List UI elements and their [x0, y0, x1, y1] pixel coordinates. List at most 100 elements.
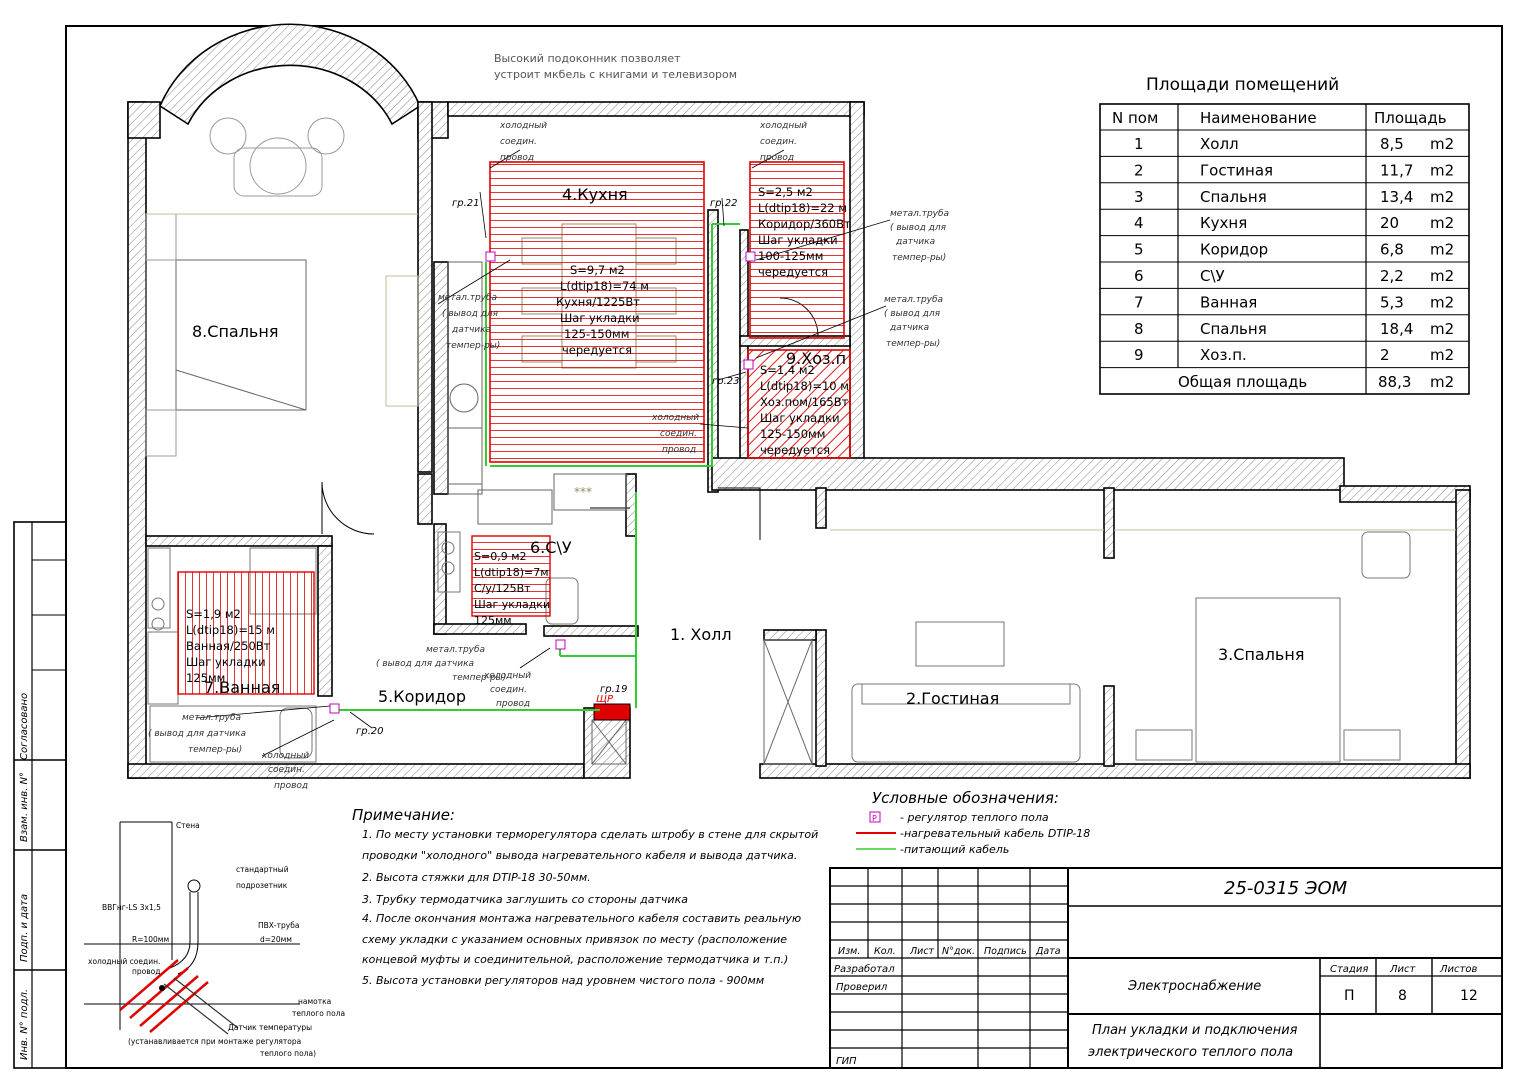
sheet-label: Лист	[1389, 964, 1417, 975]
svg-text:соедин.: соедин.	[500, 137, 537, 147]
heat-zone-corridor-label: S=2,5 м2 L(dtip18)=22 м Коридор/360Вт Ша…	[758, 185, 851, 279]
svg-text:метал.труба: метал.труба	[884, 295, 943, 305]
svg-text:Шаг укладки: Шаг укладки	[186, 655, 266, 669]
svg-text:125мм: 125мм	[474, 614, 512, 627]
svg-text:L(dtip18)=7м: L(dtip18)=7м	[474, 566, 549, 579]
area-row-name: Спальня	[1200, 320, 1267, 338]
group-22-label: гр.22	[710, 198, 738, 209]
svg-text:Шаг укладки: Шаг укладки	[560, 311, 640, 325]
room-living: 2.Гостиная	[906, 689, 999, 708]
heat-zone-storage-label: S=1,4 м2 L(dtip18)=10 м Хоз.пом/165Вт Ша…	[760, 363, 849, 457]
cold-lead-callout-storage: холодный соедин. провод	[651, 413, 699, 455]
svg-text:( вывод для: ( вывод для	[884, 309, 941, 319]
window-sill-note-1: Высокий подоконник позволяет	[494, 52, 681, 65]
svg-text:( вывод для: ( вывод для	[442, 309, 499, 319]
svg-text:холодный: холодный	[499, 121, 547, 131]
area-row-value: 6,8	[1380, 241, 1404, 259]
svg-text:датчика: датчика	[895, 237, 935, 247]
stamp-sign-date: Подп. и дата	[19, 894, 30, 962]
col-kol: Кол.	[874, 946, 896, 957]
bay-window	[158, 23, 422, 126]
svg-text:125мм: 125мм	[186, 671, 225, 685]
svg-text:темпер-ры): темпер-ры)	[892, 253, 946, 263]
feed-cable	[334, 223, 740, 711]
walls	[127, 23, 1471, 779]
svg-text:темпер-ры): темпер-ры)	[188, 745, 242, 755]
svg-text:Кухня/1225Вт: Кухня/1225Вт	[556, 295, 640, 309]
area-row-num: 4	[1134, 214, 1144, 232]
note-line-1: 1. По месту установки терморегулятора сд…	[362, 828, 818, 841]
legend-feed-text: -питающий кабель	[900, 843, 1009, 856]
area-row-num: 3	[1134, 188, 1144, 206]
svg-text:провод: провод	[132, 967, 160, 976]
area-total-label: Общая площадь	[1178, 373, 1307, 391]
svg-text:теплого пола): теплого пола)	[260, 1049, 316, 1058]
room-kitchen: 4.Кухня	[562, 185, 628, 204]
metal-pipe-callout-corridor: метал.труба ( вывод для датчика темпер-р…	[890, 209, 949, 263]
area-row-num: 8	[1134, 320, 1144, 338]
area-row-name: С\У	[1200, 267, 1225, 285]
svg-text:чередуется: чередуется	[760, 443, 830, 457]
area-row-value: 11,7	[1380, 161, 1413, 179]
area-row-unit: m2	[1430, 320, 1454, 338]
svg-text:соедин.: соедин.	[660, 429, 697, 439]
area-row-name: Холл	[1200, 135, 1239, 153]
svg-text:L(dtip18)=10 м: L(dtip18)=10 м	[760, 379, 849, 393]
area-row-value: 2,2	[1380, 267, 1404, 285]
svg-text:метал.труба: метал.труба	[426, 645, 485, 655]
col-izm: Изм.	[838, 946, 860, 957]
area-row-name: Коридор	[1200, 241, 1268, 259]
area-total-unit: m2	[1430, 373, 1454, 391]
title-block: Изм. Кол. Лист N°док. Подпись Дата Разра…	[829, 867, 1503, 1069]
svg-text:холодный: холодный	[261, 751, 309, 761]
room-corridor: 5.Коридор	[378, 687, 466, 706]
svg-text:125-150мм: 125-150мм	[564, 327, 629, 341]
area-row-unit: m2	[1430, 293, 1454, 311]
note-line-3: 2. Высота стяжки для DTIP-18 30-50мм.	[362, 871, 591, 884]
drawing-title-1: План укладки и подключения	[1092, 1023, 1298, 1038]
stage-value: П	[1344, 988, 1355, 1004]
svg-text:Шаг укладки: Шаг укладки	[474, 598, 550, 611]
svg-text:соедин.: соедин.	[760, 137, 797, 147]
sheets-value: 12	[1460, 988, 1478, 1004]
svg-text:P: P	[872, 814, 877, 823]
svg-text:Ванная/250Вт: Ванная/250Вт	[186, 639, 271, 653]
area-row-num: 9	[1134, 346, 1144, 364]
svg-text:S=1,9 м2: S=1,9 м2	[186, 607, 241, 621]
drawing-code: 25-0315 ЭОМ	[1224, 878, 1348, 899]
svg-text:темпер-ры): темпер-ры)	[452, 673, 506, 683]
svg-text:датчика: датчика	[451, 325, 491, 335]
heat-zone-wc	[471, 535, 551, 617]
cold-lead-callout-corridor: холодный соедин. провод	[759, 121, 807, 163]
legend: Условные обозначения: P - регулятор тепл…	[856, 789, 1090, 856]
stars-mark: ***	[574, 485, 592, 499]
area-row-unit: m2	[1430, 135, 1454, 153]
svg-text:чередуется: чередуется	[758, 265, 828, 279]
svg-text:R=100мм: R=100мм	[132, 935, 169, 944]
svg-text:ВВГнг-LS 3х1,5: ВВГнг-LS 3х1,5	[102, 903, 161, 912]
svg-text:L(dtip18)=15 м: L(dtip18)=15 м	[186, 623, 275, 637]
area-row-name: Спальня	[1200, 188, 1267, 206]
col-list: Лист	[909, 946, 935, 957]
area-header-name: Наименование	[1200, 109, 1317, 127]
cold-lead-callout-kitchen: холодный соедин. провод	[499, 121, 547, 163]
svg-text:S=0,9 м2: S=0,9 м2	[474, 550, 527, 563]
svg-text:Хоз.пом/165Вт: Хоз.пом/165Вт	[760, 395, 849, 409]
area-row-num: 2	[1134, 161, 1144, 179]
cold-lead-callout-corridor-bottom: холодный соедин. провод	[483, 671, 531, 709]
area-row-value: 18,4	[1380, 320, 1413, 338]
svg-text:провод: провод	[760, 153, 794, 163]
metal-pipe-callout-kitchen: метал.труба ( вывод для датчика темпер-р…	[438, 293, 500, 351]
area-row-value: 8,5	[1380, 135, 1404, 153]
room-bedroom-8: 8.Спальня	[192, 322, 278, 341]
room-storage: 9.Хоз.п	[786, 349, 846, 368]
svg-text:теплого пола: теплого пола	[292, 1009, 345, 1018]
legend-regulator-symbol	[869, 811, 881, 823]
svg-text:чередуется: чередуется	[562, 343, 632, 357]
svg-text:соедин.: соедин.	[490, 685, 527, 695]
drawing-title-2: электрического теплого пола	[1088, 1045, 1293, 1060]
area-row-value: 20	[1380, 214, 1399, 232]
regulators	[329, 251, 756, 714]
room-bathroom: 7.Ванная	[204, 678, 280, 697]
note-line-8: 5. Высота установки регуляторов над уров…	[362, 974, 764, 987]
